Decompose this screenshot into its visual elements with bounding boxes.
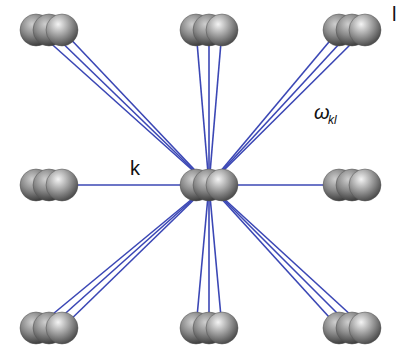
bond-line [209, 185, 339, 328]
bond-line [196, 30, 209, 185]
bond-lines [36, 30, 365, 328]
atom-sphere [206, 312, 238, 344]
atom-sphere [349, 312, 381, 344]
weight-subscript: kl [328, 114, 337, 126]
bond-line [196, 185, 209, 328]
weight-symbol: ω [314, 102, 330, 122]
bond-line [209, 30, 222, 185]
bond-line [209, 185, 352, 328]
atom-sphere [206, 169, 238, 201]
bond-line [36, 185, 209, 328]
bond-line [49, 185, 209, 328]
bond-line [62, 185, 209, 328]
bond-line [209, 30, 365, 185]
bond-line [62, 30, 209, 185]
atom-spheres [20, 14, 381, 344]
atom-label: k [130, 158, 140, 178]
atom-sphere [46, 169, 78, 201]
bond-line [209, 30, 352, 185]
bond-line [209, 185, 222, 328]
bond-line [209, 185, 365, 328]
atom-sphere [349, 169, 381, 201]
atom-label: l [392, 4, 396, 24]
bond-line [49, 30, 209, 185]
bond-line [208, 30, 210, 185]
atom-sphere [46, 312, 78, 344]
bond-line [36, 30, 209, 185]
atom-sphere [206, 14, 238, 46]
bond-line [209, 30, 339, 185]
bond-line [208, 185, 210, 328]
atom-sphere [46, 14, 78, 46]
atom-sphere [349, 14, 381, 46]
